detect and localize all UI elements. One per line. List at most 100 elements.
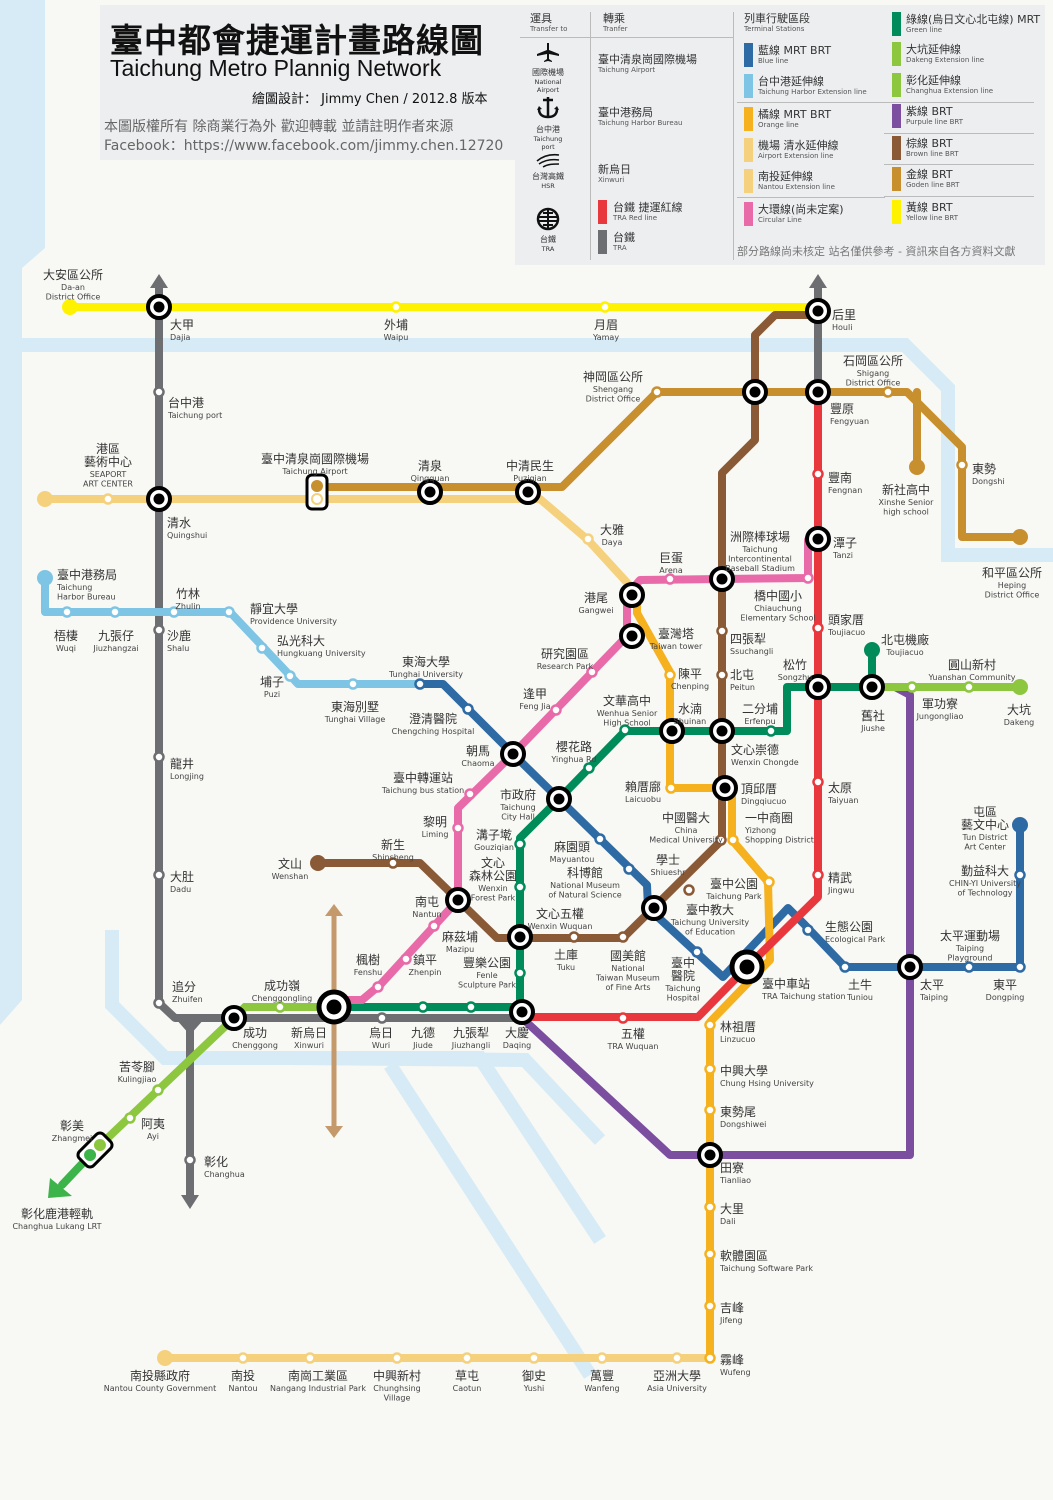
station[interactable]: 清水Quingshui xyxy=(146,486,207,540)
station[interactable]: 御史Yushi xyxy=(522,1352,546,1394)
station[interactable]: 南崗工業區Nangang Industrial Park xyxy=(270,1352,366,1394)
station[interactable]: 大安區公所Da-anDistrict Office xyxy=(43,267,103,315)
station[interactable]: 大慶Daqing xyxy=(503,999,535,1050)
station[interactable]: 二分埔Erfenpu xyxy=(742,702,778,737)
station[interactable]: 彰化Changhua xyxy=(184,1154,245,1179)
station[interactable]: 臺中教大Taichung Universityof Education xyxy=(641,895,749,937)
station[interactable]: 研究園區Research Park xyxy=(537,646,598,678)
station[interactable]: 鎮平Zhenpin xyxy=(400,952,442,977)
station[interactable]: 土庫Tuku xyxy=(554,931,580,973)
station[interactable]: 梧棲Wuqi xyxy=(54,606,78,654)
station[interactable]: 港區藝術中心SEAPORTART CENTER xyxy=(83,442,133,505)
station[interactable]: 成功嶺Chenggongling xyxy=(252,979,312,1013)
station[interactable]: 東平Dongping xyxy=(986,961,1026,1003)
station[interactable]: 大雅Daya xyxy=(582,522,625,547)
station[interactable]: 屯區藝文中心Tun DistrictArt Center xyxy=(961,805,1028,852)
station[interactable]: 陳平Chenping xyxy=(664,667,710,691)
station[interactable]: 國美館NationalTaiwan Museumof Fine Arts xyxy=(595,931,660,993)
station[interactable]: 中興新村ChunghsingVillage xyxy=(373,1352,421,1403)
station[interactable]: 朝馬Chaoma xyxy=(461,741,526,768)
station[interactable]: 大肚Dadu xyxy=(153,869,195,894)
station[interactable]: 豐南Fengnan xyxy=(812,468,863,496)
station[interactable]: 軟體園區Taichung Software Park xyxy=(704,1248,814,1273)
station[interactable]: 沙鹿Shalu xyxy=(153,624,192,654)
station[interactable]: 麻園頭Mayuantou xyxy=(550,833,606,865)
station[interactable]: 埔子Puzi xyxy=(260,670,296,700)
station[interactable]: 水湳Shuinan xyxy=(659,701,706,744)
station[interactable]: 大甲Dajia xyxy=(146,294,194,342)
station[interactable]: 臺灣塔Taiwan tower xyxy=(619,623,703,651)
station[interactable]: 四張犁Ssuchangli xyxy=(716,625,774,657)
station[interactable]: 臺中公園Taichung Park xyxy=(705,876,775,901)
station[interactable]: 潭子Tanzi xyxy=(805,526,857,560)
station[interactable]: 東勢尾Dongshiwei xyxy=(704,1104,767,1129)
station[interactable]: 后里Houli xyxy=(805,298,856,332)
station[interactable]: 溝子墘Gouziqian xyxy=(474,828,526,852)
station[interactable]: 頂邱厝Dingqiucuo xyxy=(712,775,786,806)
station[interactable]: 田寮Tianliao xyxy=(697,1142,751,1185)
station[interactable]: 北屯機廠Toujiacuo xyxy=(864,632,929,658)
station[interactable]: 洲際棒球場TaichungIntercontinentalBaseball St… xyxy=(709,530,795,592)
station[interactable]: 吉峰Jifeng xyxy=(704,1300,745,1325)
station[interactable]: 東海大學Tunghai University xyxy=(388,654,463,690)
station[interactable]: 櫻花路Yinghua Rd xyxy=(550,739,597,774)
station[interactable]: 中興大學Chung Hsing University xyxy=(704,1063,815,1088)
station[interactable]: 軍功寮Jungongliao xyxy=(906,681,964,722)
station[interactable]: 橋中國小ChiauchungElementary School xyxy=(740,572,816,623)
station[interactable]: 新烏日Xinwuri xyxy=(291,989,352,1050)
station[interactable]: 新社高中Xinshe Seniorhigh school xyxy=(879,459,935,517)
station[interactable]: 彰化鹿港輕軌Changhua Lukang LRT xyxy=(12,1206,101,1231)
station[interactable]: 市政府TaichungCity Hall xyxy=(499,786,572,822)
station[interactable]: 靜宜大學Providence University xyxy=(223,601,338,626)
station[interactable]: 南屯Nantun xyxy=(412,887,471,919)
station[interactable]: 逢甲Feng Jia xyxy=(519,687,562,716)
station[interactable]: 一中商圈YizhongShopping District xyxy=(727,810,814,846)
station[interactable]: 大里Dali xyxy=(704,1201,745,1226)
station[interactable]: 和平區公所HepingDistrict Office xyxy=(982,529,1042,600)
station[interactable]: 生態公園Ecological Park xyxy=(802,919,886,944)
station[interactable]: 清泉Qingquan xyxy=(411,459,450,505)
station[interactable]: 文華高中Wenhua SeniorHigh School xyxy=(597,693,658,736)
station[interactable]: 臺中車站TRA Taichung station xyxy=(729,949,846,1001)
station[interactable]: 土牛Tuniou xyxy=(839,961,874,1003)
station[interactable]: 追分Zhuifen xyxy=(153,979,203,1009)
station[interactable]: 澄清醫院Chengching Hospital xyxy=(392,703,475,737)
station[interactable]: 太平運動場TaipingPlayground xyxy=(940,928,1000,973)
station[interactable]: 外埔Waipu xyxy=(384,301,409,343)
station[interactable]: 萬豐Wanfeng xyxy=(584,1352,620,1394)
station[interactable]: 新生Shinsheng xyxy=(372,837,414,869)
station[interactable]: 臺中港務局TaichungHarbor Bureau xyxy=(37,567,117,602)
station[interactable]: 港尾Gangwei xyxy=(579,582,645,615)
station[interactable]: 文心崇德Wenxin Chongde xyxy=(709,718,799,767)
station[interactable]: 賴厝廍Laicuobu xyxy=(625,779,677,804)
station[interactable]: 中國醫大ChinaMedical University xyxy=(649,810,727,846)
station[interactable]: 石岡區公所ShigangDistrict Office xyxy=(843,354,903,398)
station[interactable]: 北屯Peitun xyxy=(716,668,755,692)
station[interactable]: 黎明Liming xyxy=(422,815,464,839)
station[interactable]: 頭家厝Toujiacuo xyxy=(812,612,866,637)
station[interactable]: 霧峰Wufeng xyxy=(704,1352,751,1377)
station[interactable]: 林祖厝Linzucuo xyxy=(704,1019,757,1044)
station[interactable]: 彰美Zhangmei xyxy=(52,1118,114,1169)
station[interactable]: 巨蛋Arena xyxy=(659,551,683,585)
station[interactable]: 南投縣政府Nantou County Government xyxy=(104,1350,217,1393)
station[interactable]: 月眉Yamay xyxy=(592,301,619,343)
station[interactable]: 太原Taiyuan xyxy=(812,776,859,806)
station[interactable]: 神岡區公所ShengangDistrict Office xyxy=(583,370,663,404)
station[interactable]: 文心五權Wenxin Wuquan xyxy=(507,906,592,950)
station[interactable]: 中清民生Puziqian xyxy=(506,458,554,505)
station[interactable]: 成功Chenggong xyxy=(221,1005,278,1050)
station[interactable]: 九德Jiude xyxy=(411,1001,435,1051)
station[interactable]: 文山Wenshan xyxy=(272,855,326,881)
station[interactable]: 大坑Dakeng xyxy=(1004,679,1034,727)
station[interactable]: 太平Taiping xyxy=(897,954,948,1002)
station[interactable]: 東海別墅Tunghai Village xyxy=(324,678,386,725)
station[interactable]: 勤益科大CHIN-YI Universityof Technology xyxy=(949,864,1026,898)
station[interactable]: 九張犁Jiuzhangli xyxy=(451,1001,490,1051)
station[interactable]: 豐樂公園FenleSculpture Park xyxy=(458,955,526,990)
station[interactable]: 亞洲大學Asia University xyxy=(647,1352,707,1394)
station[interactable]: 臺中醫院TaichungHospital xyxy=(664,946,703,1003)
station[interactable]: 南投Nantou xyxy=(228,1352,258,1394)
station[interactable]: 台中港Taichung port xyxy=(153,386,223,421)
station[interactable]: 臺中清泉崗國際機場Taichung Airport xyxy=(261,451,369,511)
